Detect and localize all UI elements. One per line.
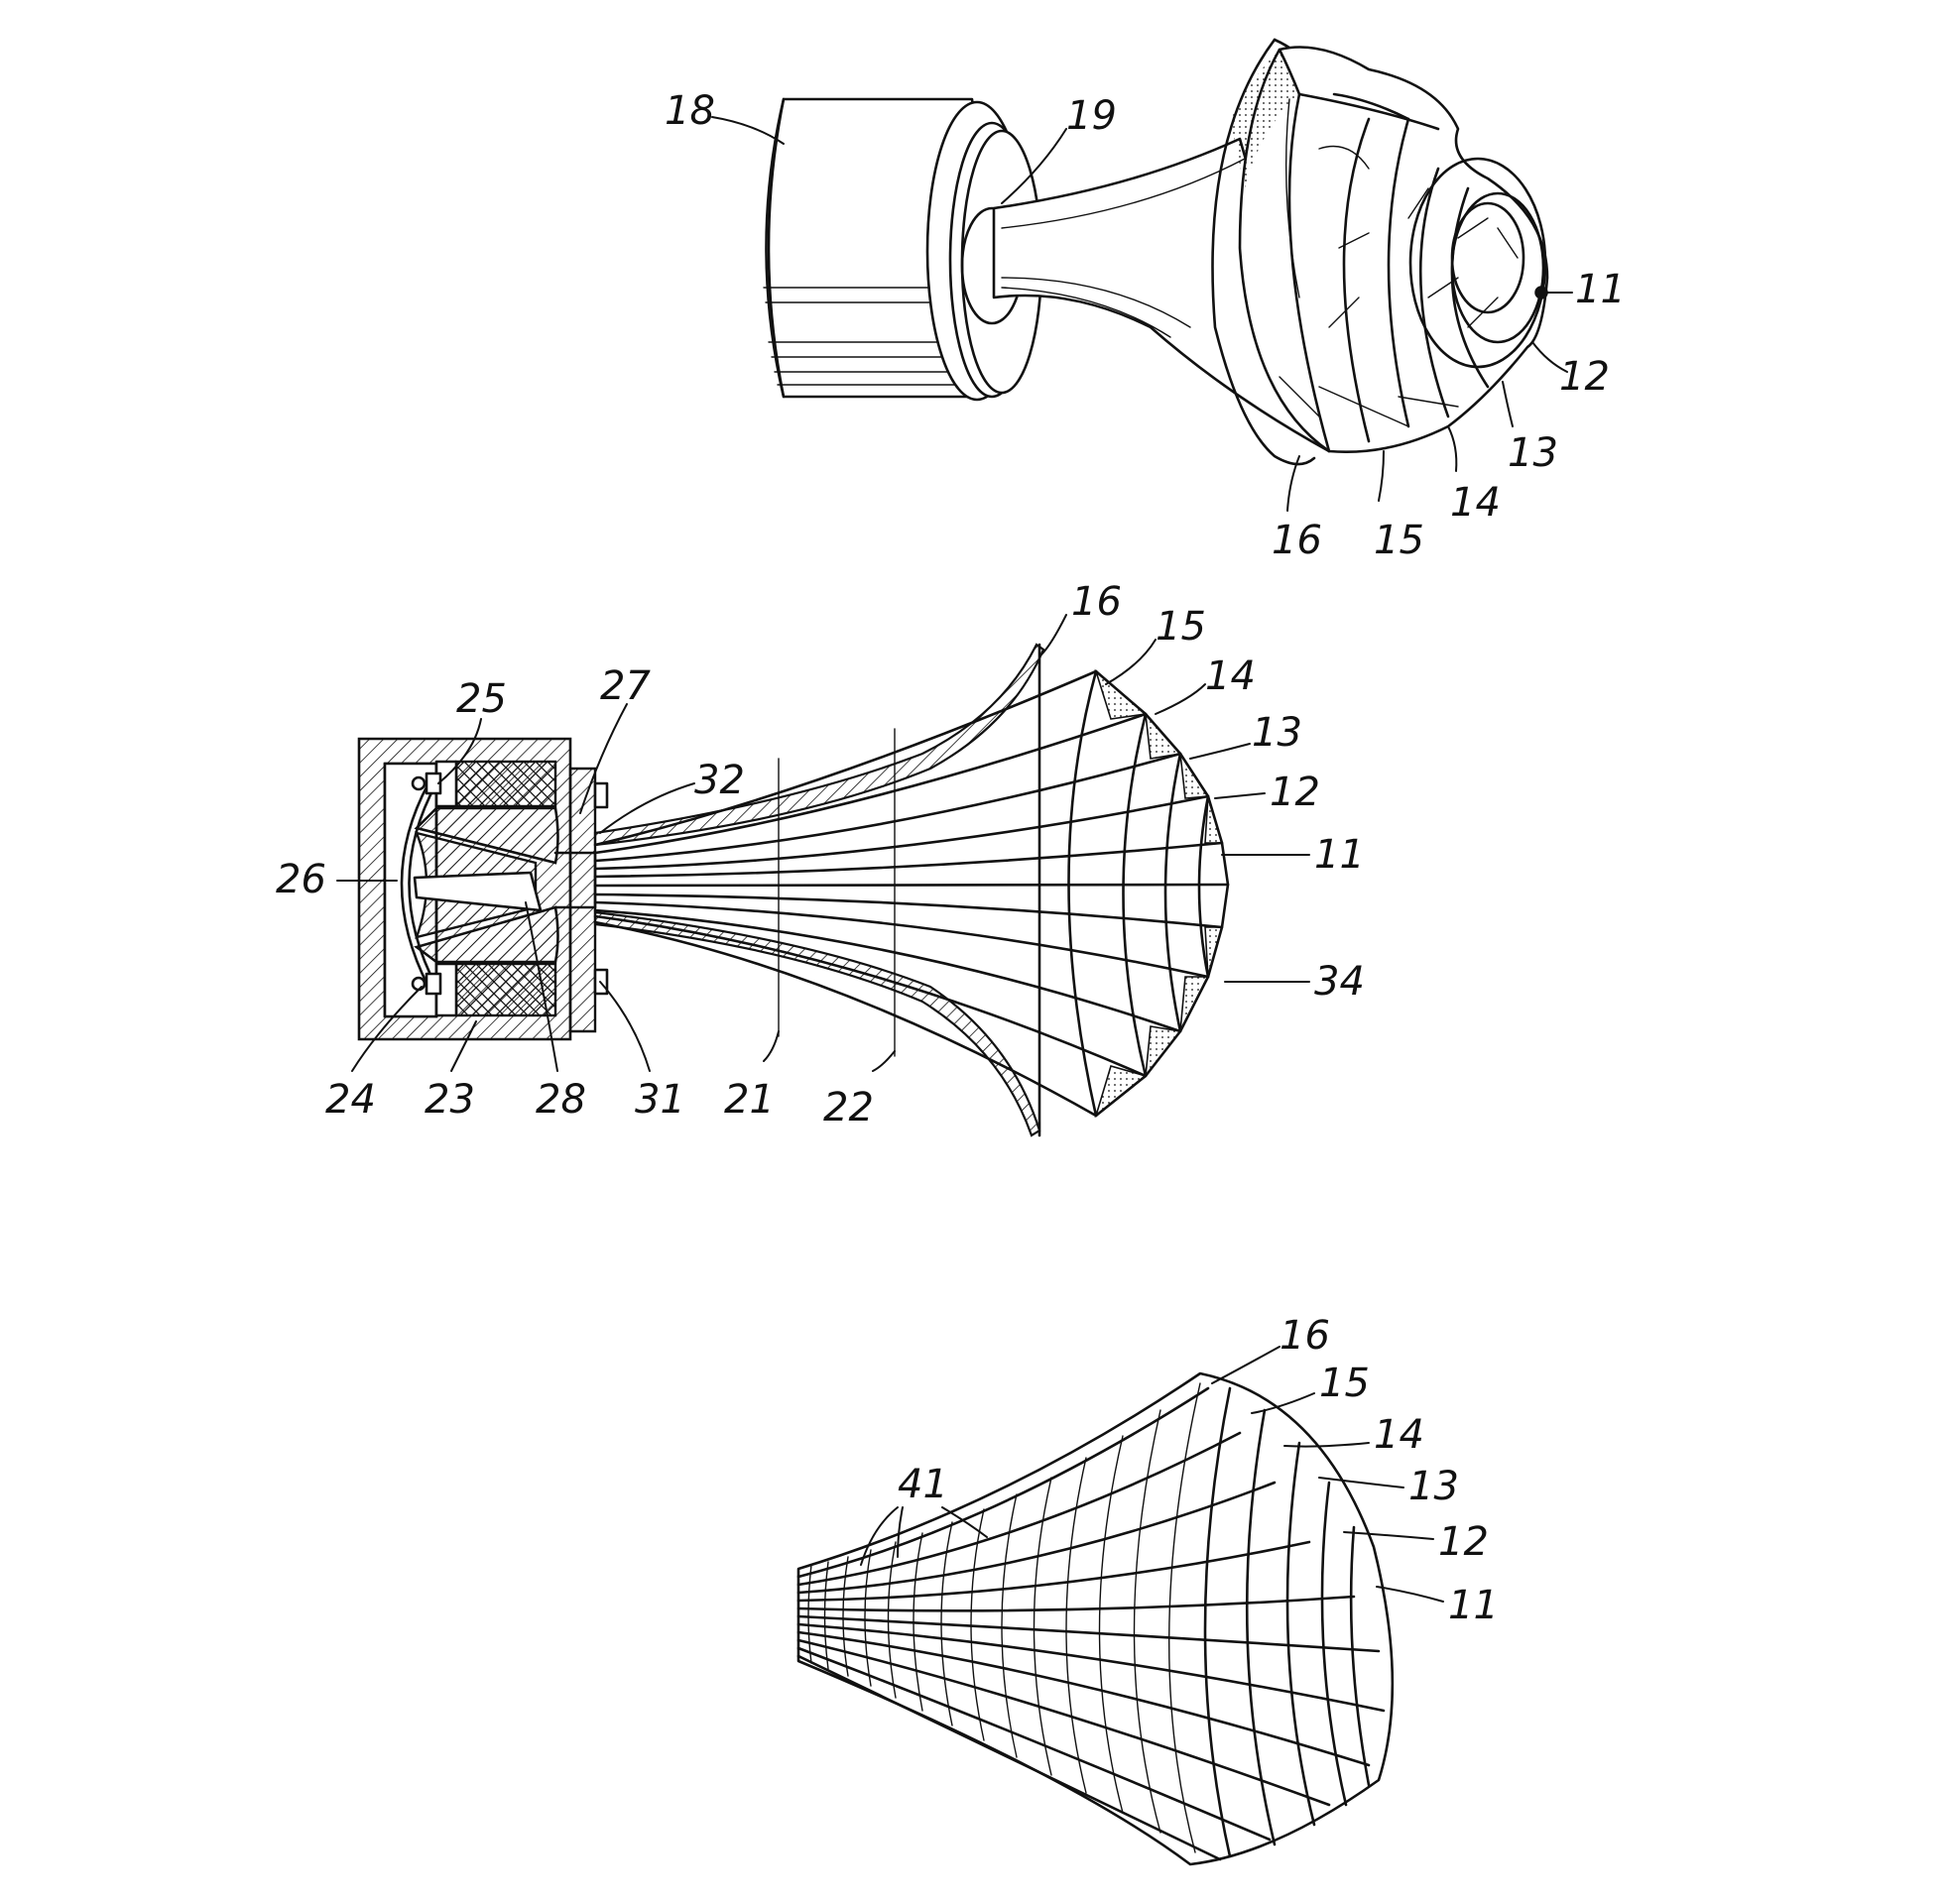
fig2-label-16: 16 xyxy=(1071,579,1122,625)
figure-1-leaders xyxy=(711,116,1573,512)
figure-2-section: 16 15 14 13 12 11 34 25 27 32 26 24 23 2… xyxy=(276,579,1365,1137)
fig2-label-21: 21 xyxy=(724,1077,775,1123)
driver-cylinder xyxy=(763,97,1043,402)
fig2-label-15: 15 xyxy=(1156,604,1206,650)
fig2-label-32: 32 xyxy=(694,758,745,803)
fig2-label-34: 34 xyxy=(1314,959,1365,1005)
fig2-label-26: 26 xyxy=(276,857,326,902)
fig1-label-16: 16 xyxy=(1272,518,1322,563)
fig2-label-12: 12 xyxy=(1270,770,1320,815)
fig1-label-14: 14 xyxy=(1450,480,1501,526)
fig2-label-22: 22 xyxy=(823,1085,874,1130)
fig1-label-19: 19 xyxy=(1066,93,1117,139)
fig2-label-13: 13 xyxy=(1252,710,1302,756)
figure-3-grid-horn: 16 15 14 13 12 11 41 xyxy=(796,1313,1499,1866)
fig3-label-16: 16 xyxy=(1280,1313,1330,1359)
fig2-label-25: 25 xyxy=(456,676,507,722)
fig2-label-11: 11 xyxy=(1314,832,1365,878)
fig3-label-12: 12 xyxy=(1438,1519,1489,1565)
fig3-label-13: 13 xyxy=(1408,1464,1459,1509)
fig2-label-14: 14 xyxy=(1205,654,1256,699)
fig1-label-13: 13 xyxy=(1508,430,1558,476)
fig2-label-24: 24 xyxy=(325,1077,376,1123)
fig3-label-14: 14 xyxy=(1374,1412,1424,1458)
fig2-label-28: 28 xyxy=(536,1077,586,1123)
fig3-label-15: 15 xyxy=(1319,1361,1370,1406)
fig1-label-12: 12 xyxy=(1559,354,1610,400)
figure-3-leaders xyxy=(860,1346,1444,1603)
horn-body xyxy=(992,38,1549,466)
magnet-housing xyxy=(357,737,609,1041)
figure-1-perspective: 18 19 11 12 13 14 15 16 xyxy=(665,38,1626,563)
fig2-label-23: 23 xyxy=(425,1077,475,1123)
horn-section xyxy=(593,643,1230,1137)
fig3-label-41: 41 xyxy=(898,1462,948,1507)
fig3-label-11: 11 xyxy=(1448,1583,1499,1628)
fig1-label-18: 18 xyxy=(665,88,715,134)
fig2-label-27: 27 xyxy=(600,663,651,709)
fig2-label-31: 31 xyxy=(635,1077,685,1123)
figure-2-leaders xyxy=(336,614,1310,1072)
fig1-label-15: 15 xyxy=(1374,518,1424,563)
fig1-label-11: 11 xyxy=(1575,267,1626,312)
